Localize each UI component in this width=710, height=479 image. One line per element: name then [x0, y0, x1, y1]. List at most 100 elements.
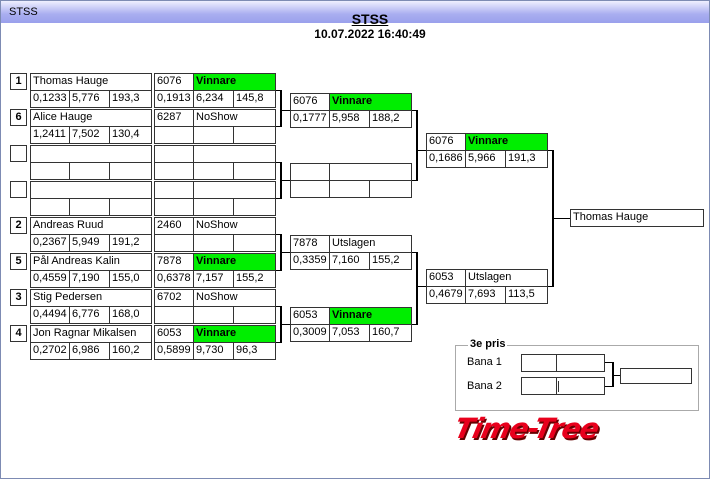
player-name: Jon Ragnar Mikalsen [33, 327, 137, 339]
result-stat [194, 235, 233, 251]
result-stat: 188,2 [372, 112, 400, 124]
result-stat: 0,1777 [293, 112, 327, 124]
result-status [194, 146, 275, 162]
connector-line [276, 234, 281, 235]
player-entry[interactable] [30, 181, 152, 216]
result-stat: 5,958 [332, 112, 360, 124]
result-stat [234, 199, 275, 215]
player-stat: 193,3 [112, 92, 140, 104]
lane2-entry[interactable] [521, 377, 605, 395]
result-stat: 7,160 [332, 254, 360, 266]
result-stat: 6,234 [196, 92, 224, 104]
player-stat [110, 199, 151, 215]
racer-id: 6287 [157, 111, 182, 123]
result-stat: 113,5 [508, 288, 535, 300]
seed-number: 6 [10, 109, 27, 126]
player-stat: 0,2367 [33, 236, 67, 248]
result-stat: 9,730 [196, 344, 224, 356]
connector-line [276, 306, 281, 307]
seed-number: 3 [10, 289, 27, 306]
connector-line [412, 110, 417, 111]
third-prize-panel: 3e pris Bana 1 Bana 2 [455, 338, 699, 411]
result-stat [330, 181, 369, 197]
round3-entry[interactable] [290, 163, 412, 198]
connector-line [276, 342, 281, 343]
player-stat: 0,2702 [33, 344, 67, 356]
player-stat: 0,1233 [33, 92, 67, 104]
third-prize-winner[interactable] [620, 368, 692, 384]
result-stat: 145,8 [236, 92, 264, 104]
result-status: Vinnare [330, 94, 411, 110]
racer-id: 6076 [429, 135, 454, 147]
seed-number: 2 [10, 217, 27, 234]
racer-id: 6053 [429, 271, 454, 283]
round2-entry[interactable] [154, 181, 276, 216]
racer-id: 7878 [157, 255, 182, 267]
connector-line [416, 286, 426, 287]
lane2-label: Bana 2 [467, 380, 502, 392]
result-stat [234, 163, 275, 179]
player-name: Pål Andreas Kalin [33, 255, 120, 267]
seed-number: 1 [10, 73, 27, 90]
racer-id: 6076 [293, 95, 318, 107]
result-stat: 7,053 [332, 326, 360, 338]
racer-id [155, 146, 193, 162]
player-stat: 5,949 [72, 236, 100, 248]
result-stat [370, 181, 411, 197]
round2-entry[interactable] [154, 145, 276, 180]
result-status: Vinnare [194, 254, 275, 270]
final-winner[interactable]: Thomas Hauge [570, 209, 704, 227]
player-name [31, 146, 151, 162]
racer-id: 6053 [157, 327, 182, 339]
result-status: Vinnare [194, 74, 275, 90]
result-stat: 96,3 [236, 344, 258, 356]
connector-line [280, 252, 290, 253]
connector-line [276, 270, 281, 271]
player-stat [31, 163, 69, 179]
racer-id [155, 182, 193, 198]
title-bar[interactable]: STSS [1, 1, 709, 23]
player-name: Andreas Ruud [33, 219, 104, 231]
connector-line [276, 90, 281, 91]
result-stat [194, 127, 233, 143]
result-stat [291, 181, 329, 197]
page-datetime: 10.07.2022 16:40:49 [314, 27, 426, 41]
connector-line [416, 150, 426, 151]
result-stat: 191,3 [508, 152, 536, 164]
racer-id: 2460 [157, 219, 182, 231]
result-stat [234, 127, 275, 143]
player-entry[interactable] [30, 145, 152, 180]
connector-line [280, 110, 290, 111]
window-title: STSS [9, 6, 38, 18]
lane1-entry[interactable] [521, 354, 605, 372]
result-status [330, 164, 411, 180]
player-name: Stig Pedersen [33, 291, 103, 303]
racer-id: 6053 [293, 309, 318, 321]
result-stat [194, 307, 233, 323]
player-stat: 6,986 [72, 344, 100, 356]
result-stat: 0,5899 [157, 344, 191, 356]
result-stat: 0,1686 [429, 152, 463, 164]
connector-line [280, 324, 290, 325]
third-prize-title: 3e pris [468, 338, 508, 350]
result-stat: 0,3009 [293, 326, 327, 338]
connector-line [548, 286, 553, 287]
player-stat: 7,502 [72, 128, 100, 140]
